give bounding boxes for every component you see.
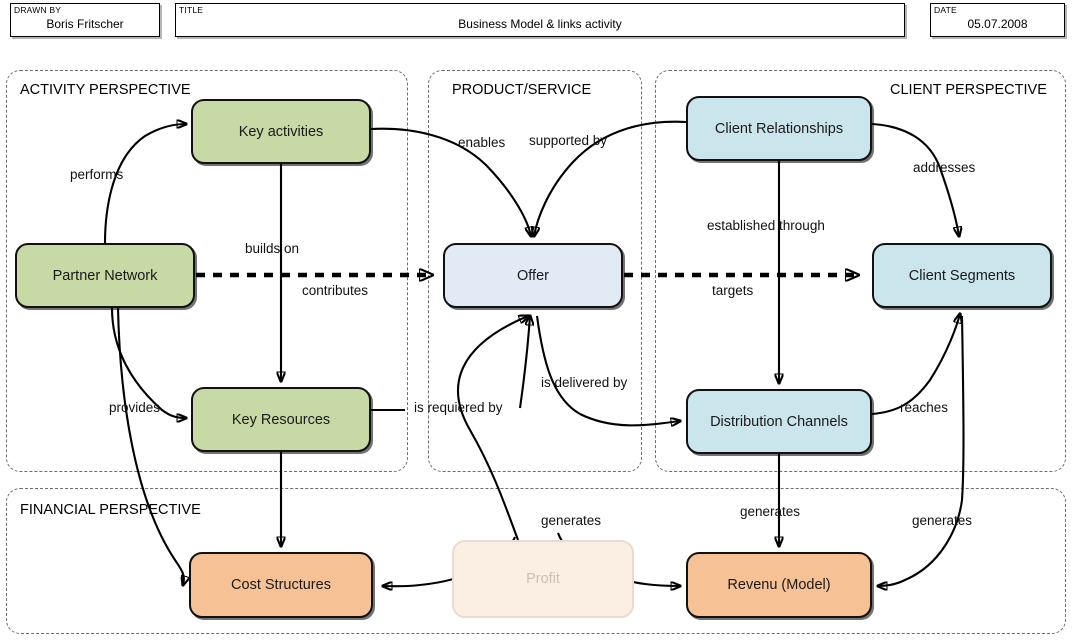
edge-label-builds-on: builds on bbox=[245, 241, 300, 256]
edge-label-is-delivered-by: is delivered by bbox=[541, 375, 628, 390]
node-client-relationships[interactable]: Client Relationships bbox=[686, 96, 872, 161]
drawn-by-field: DRAWN BY Boris Fritscher bbox=[10, 3, 160, 37]
panel-client-perspective bbox=[655, 70, 1066, 472]
date-value: 05.07.2008 bbox=[967, 17, 1028, 31]
node-label: Profit bbox=[526, 571, 560, 587]
edge-label-addresses: addresses bbox=[913, 160, 976, 175]
edge-label-is-requiered-by: is requiered by bbox=[414, 400, 503, 415]
node-key-activities[interactable]: Key activities bbox=[191, 99, 371, 164]
edge-label-reaches: reaches bbox=[900, 400, 949, 415]
panel-title-product: PRODUCT/SERVICE bbox=[452, 82, 592, 98]
node-label: Distribution Channels bbox=[710, 413, 848, 430]
node-cost-structures[interactable]: Cost Structures bbox=[189, 552, 373, 618]
node-label: Key activities bbox=[238, 123, 324, 140]
edge-label-generates-segments: generates bbox=[912, 513, 973, 528]
edge-label-generates-distribution: generates bbox=[740, 504, 801, 519]
node-partner-network[interactable]: Partner Network bbox=[15, 243, 195, 308]
node-label: Client Segments bbox=[908, 267, 1016, 284]
edge-label-enables: enables bbox=[458, 135, 506, 150]
node-client-segments[interactable]: Client Segments bbox=[872, 243, 1052, 308]
node-label: Key Resources bbox=[231, 411, 331, 428]
node-label: Client Relationships bbox=[714, 120, 844, 137]
drawn-by-value: Boris Fritscher bbox=[46, 17, 124, 31]
node-offer[interactable]: Offer bbox=[443, 243, 623, 308]
node-key-resources[interactable]: Key Resources bbox=[191, 387, 371, 452]
node-revenu-model[interactable]: Revenu (Model) bbox=[686, 552, 872, 618]
node-label: Offer bbox=[517, 267, 549, 284]
node-distribution-channels[interactable]: Distribution Channels bbox=[686, 389, 872, 454]
panel-title-client: CLIENT PERSPECTIVE bbox=[890, 82, 1047, 98]
title-block: DRAWN BY Boris Fritscher TITLE Business … bbox=[0, 0, 1072, 46]
date-field: DATE 05.07.2008 bbox=[930, 3, 1065, 37]
panel-financial-perspective bbox=[6, 488, 1066, 634]
edge-label-performs: performs bbox=[70, 167, 124, 182]
edge-label-contributes: contributes bbox=[302, 283, 369, 298]
date-label: DATE bbox=[934, 5, 957, 15]
panel-title-financial: FINANCIAL PERSPECTIVE bbox=[20, 502, 201, 518]
node-label: Partner Network bbox=[52, 267, 158, 284]
edge-label-supported-by: supported by bbox=[529, 133, 608, 148]
node-label: Cost Structures bbox=[231, 577, 331, 593]
edge-label-targets: targets bbox=[712, 283, 754, 298]
node-profit[interactable]: Profit bbox=[452, 540, 634, 618]
drawn-by-label: DRAWN BY bbox=[14, 5, 62, 15]
title-label: TITLE bbox=[179, 5, 204, 15]
title-field: TITLE Business Model & links activity bbox=[175, 3, 905, 37]
panel-title-activity: ACTIVITY PERSPECTIVE bbox=[20, 82, 191, 98]
title-value: Business Model & links activity bbox=[458, 17, 622, 31]
edge-label-generates-offer: generates bbox=[541, 513, 602, 528]
edge-label-provides: provides bbox=[109, 400, 161, 415]
panel-activity-perspective bbox=[6, 70, 408, 472]
node-label: Revenu (Model) bbox=[727, 577, 831, 593]
edge-label-established-through: established through bbox=[707, 218, 825, 233]
